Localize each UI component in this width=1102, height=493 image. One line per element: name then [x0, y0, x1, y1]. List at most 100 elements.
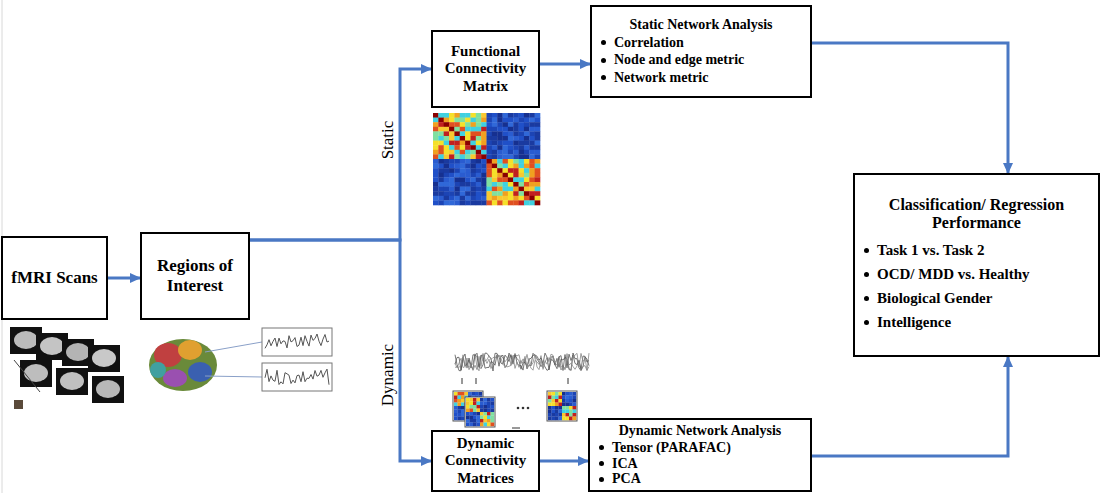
matrix-cell — [548, 413, 552, 417]
heat-cell — [465, 177, 471, 182]
matrix-cell — [548, 410, 552, 414]
heat-cell — [503, 168, 509, 173]
time-series — [265, 334, 329, 348]
mri-slices — [10, 327, 124, 409]
heat-cell — [476, 164, 482, 169]
heat-cell — [487, 141, 493, 146]
heat-cell — [438, 173, 444, 178]
heat-cell — [433, 136, 439, 141]
matrix-cell — [566, 410, 570, 414]
connector-arrow — [540, 459, 588, 462]
heat-cell — [444, 150, 450, 155]
heat-cell — [519, 154, 525, 159]
heat-cell — [524, 113, 530, 118]
matrix-cell — [487, 423, 491, 427]
matrix-cell — [569, 413, 573, 417]
matrix-frame — [465, 397, 495, 427]
heat-cell — [519, 141, 525, 146]
heat-cell — [524, 187, 530, 192]
heat-cell — [454, 196, 460, 201]
matrix-cell — [491, 423, 495, 427]
heat-cell — [465, 122, 471, 127]
heat-cell — [487, 182, 493, 187]
matrix-cell — [461, 410, 465, 414]
matrix-cell — [458, 399, 462, 403]
heat-cell — [492, 182, 498, 187]
heat-cell — [487, 200, 493, 205]
heat-cell — [508, 141, 514, 146]
heat-cell — [470, 154, 476, 159]
matrix-cell — [548, 396, 552, 400]
box-heading: Classification/ Regression Performance — [860, 196, 1093, 233]
connector-arrow — [812, 357, 1008, 456]
process-box: Dynamic Connectivity Matrices — [431, 430, 540, 492]
heat-cell — [524, 131, 530, 136]
heat-cell — [524, 173, 530, 178]
matrix-cell — [473, 405, 477, 409]
matrix-cell — [573, 399, 577, 403]
matrix-cell — [573, 413, 577, 417]
heat-cell — [460, 118, 466, 123]
heat-cell — [470, 168, 476, 173]
heat-cell — [433, 182, 439, 187]
heat-cell — [444, 182, 450, 187]
bullet-text: Biological Gender — [877, 286, 992, 310]
heat-cell — [481, 177, 487, 182]
heat-cell — [492, 145, 498, 150]
heat-cell — [535, 136, 541, 141]
heat-cell — [481, 159, 487, 164]
heat-cell — [481, 127, 487, 132]
process-box: Dynamic Network AnalysisTensor (PARAFAC)… — [588, 418, 812, 492]
heat-cell — [487, 154, 493, 159]
matrix-cell — [569, 396, 573, 400]
heat-cell — [470, 141, 476, 146]
matrix-cell — [466, 412, 470, 416]
bullet-text: Task 1 vs. Task 2 — [877, 238, 984, 262]
matrix-cell — [484, 398, 488, 402]
heat-cell — [513, 131, 519, 136]
heat-cell — [433, 159, 439, 164]
heat-cell — [524, 177, 530, 182]
heat-cell — [529, 173, 535, 178]
heat-cell — [535, 113, 541, 118]
matrix-cell — [454, 410, 458, 414]
matrix-cell — [573, 392, 577, 396]
heat-cell — [438, 141, 444, 146]
matrix-cell — [552, 417, 556, 421]
heat-cell — [444, 118, 450, 123]
dynamic-illustration — [453, 353, 589, 428]
heat-cell — [535, 177, 541, 182]
heat-cell — [438, 164, 444, 169]
matrix-cell — [470, 419, 474, 423]
heat-cell — [497, 131, 503, 136]
matrix-cell — [473, 416, 477, 420]
heat-cell — [454, 182, 460, 187]
brain-atlas — [149, 328, 332, 391]
matrix-cell — [487, 398, 491, 402]
branch-label: Dynamic — [378, 344, 398, 406]
matrix-cell — [479, 392, 483, 396]
heat-cell — [529, 177, 535, 182]
heat-cell — [460, 113, 466, 118]
heat-cell — [444, 113, 450, 118]
heat-cell — [476, 200, 482, 205]
heat-cell — [470, 122, 476, 127]
heat-cell — [460, 145, 466, 150]
matrix-cell — [477, 419, 481, 423]
matrix-cell — [470, 423, 474, 427]
heat-cell — [535, 127, 541, 132]
bullet-text: Node and edge metric — [614, 51, 744, 69]
bullet-text: PCA — [612, 471, 641, 487]
matrix-cell — [477, 398, 481, 402]
heat-cell — [508, 131, 514, 136]
heat-cell — [449, 191, 455, 196]
heat-cell — [519, 122, 525, 127]
heat-cell — [460, 122, 466, 127]
bullet-dot — [864, 320, 869, 325]
matrix-cell — [454, 396, 458, 400]
time-series — [455, 353, 589, 371]
matrix-cell — [573, 403, 577, 407]
heat-cell — [444, 173, 450, 178]
heat-cell — [449, 196, 455, 201]
heat-cell — [503, 200, 509, 205]
